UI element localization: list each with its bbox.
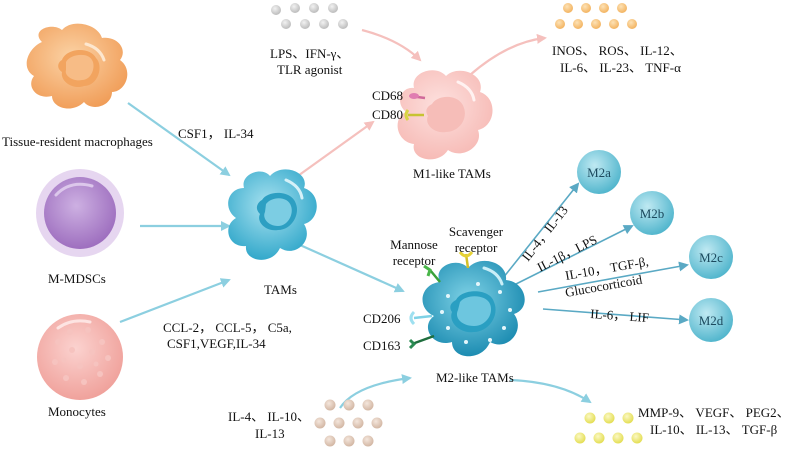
mannose-receptor-label-line2: receptor (392, 253, 436, 268)
mannose-receptor-label-line1: Mannose (390, 237, 438, 252)
tissue-resident-macrophage-cell (26, 23, 128, 109)
arrow-lps-to-m1 (361, 28, 422, 62)
arrow-m2-to-output (509, 378, 592, 404)
cd163-marker-icon (408, 334, 435, 350)
csf-signal-label: CSF1， IL-34 (178, 126, 254, 141)
ccl-signal-label-line1: CCL-2， CCL-5， C5a, (163, 320, 292, 335)
arrow-tissue-to-tams (127, 102, 231, 177)
scavenger-receptor-label-line2: receptor (454, 240, 498, 255)
il4-signal-label-line2: IL-13 (255, 426, 285, 441)
m2d-signal-label: IL-6， LIF (590, 306, 650, 325)
m1-tam-cell (397, 70, 493, 160)
cd68-marker-icon (409, 93, 426, 100)
lps-signal-label-line2: TLR agonist (277, 62, 343, 77)
cd68-label: CD68 (372, 88, 404, 103)
cd163-label: CD163 (363, 338, 401, 353)
m2c-cell (689, 235, 733, 279)
arrow-m1-to-output (469, 33, 547, 76)
m2-subtypes: M2a M2b M2c M2d (577, 150, 733, 342)
arrow-m2-to-m2a (502, 182, 580, 279)
m2c-label: M2c (699, 250, 723, 265)
scavenger-receptor-icon (458, 251, 474, 269)
monocyte-cell (37, 314, 123, 400)
scavenger-receptor-label-line1: Scavenger (448, 224, 504, 239)
m1-output-label-line1: INOS、 ROS、 IL-12、 (552, 43, 683, 58)
arrows (119, 28, 689, 409)
mdsc-label: M-MDSCs (48, 271, 106, 286)
cd206-label: CD206 (363, 311, 401, 326)
m2d-label: M2d (699, 313, 724, 328)
arrow-m2-to-m2d (542, 308, 689, 325)
m2b-cell (630, 191, 674, 235)
tams-cell (228, 169, 317, 260)
arrow-monocyte-to-tams (119, 278, 231, 324)
m2d-cell (689, 298, 733, 342)
arrow-il4-to-m2 (339, 374, 412, 409)
ccl-signal-label-line2: CSF1,VEGF,IL-34 (167, 336, 266, 351)
m2-output-label-line2: IL-10、 IL-13、 TGF-β (650, 422, 778, 437)
m-mdsc-cell (36, 169, 124, 257)
il4-signal-label-line1: IL-4、 IL-10、 (228, 409, 310, 424)
m2-tams-label: M2-like TAMs (436, 370, 514, 385)
m2b-label: M2b (640, 206, 665, 221)
lps-signal-label-line1: LPS、IFN-γ、 (270, 46, 350, 61)
lps-dots (271, 3, 348, 29)
arrow-tams-to-m2 (299, 243, 405, 293)
m2-output-label-line1: MMP-9、 VEGF、 PEG2、 (638, 405, 787, 420)
arrow-m2-to-m2c (537, 261, 689, 293)
cd206-marker-icon (409, 310, 433, 326)
m1-output-dots (555, 3, 637, 29)
cd80-marker-icon (404, 109, 424, 121)
tissue-macrophage-label: Tissue-resident macrophages (2, 134, 153, 149)
m2a-cell (577, 150, 621, 194)
mannose-receptor-icon (423, 264, 441, 283)
cd80-label: CD80 (372, 107, 404, 122)
arrow-tams-to-m1 (294, 120, 375, 179)
m2-output-dots (574, 412, 643, 444)
il4-dots (314, 399, 383, 447)
tams-label: TAMs (264, 282, 297, 297)
arrow-m2-to-m2b (509, 225, 634, 288)
m2a-label: M2a (587, 165, 611, 180)
m1-tams-label: M1-like TAMs (413, 166, 491, 181)
m1-output-label-line2: IL-6、 IL-23、 TNF-α (560, 60, 681, 75)
monocyte-label: Monocytes (48, 404, 106, 419)
m2-tam-cell (408, 251, 525, 357)
